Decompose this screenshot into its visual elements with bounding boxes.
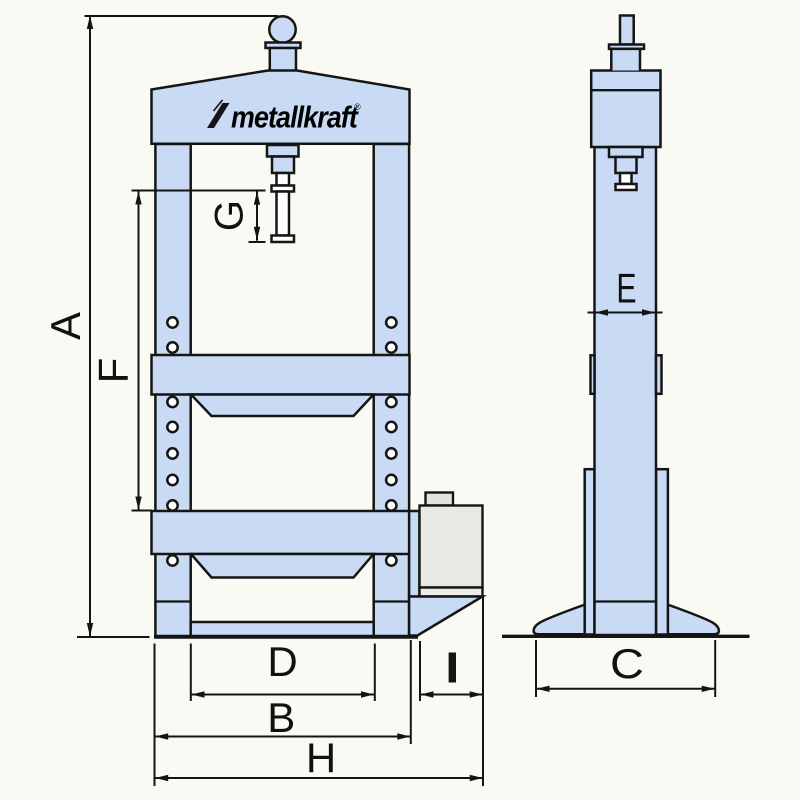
svg-text:E: E (616, 265, 636, 312)
svg-text:A: A (42, 312, 89, 340)
svg-text:B: B (267, 694, 295, 741)
svg-text:G: G (207, 200, 251, 231)
svg-text:D: D (267, 638, 297, 685)
svg-text:F: F (90, 358, 137, 384)
svg-text:H: H (306, 735, 336, 782)
svg-text:C: C (610, 641, 644, 687)
svg-text:metallkraft: metallkraft (231, 100, 359, 135)
svg-text:®: ® (354, 102, 361, 112)
